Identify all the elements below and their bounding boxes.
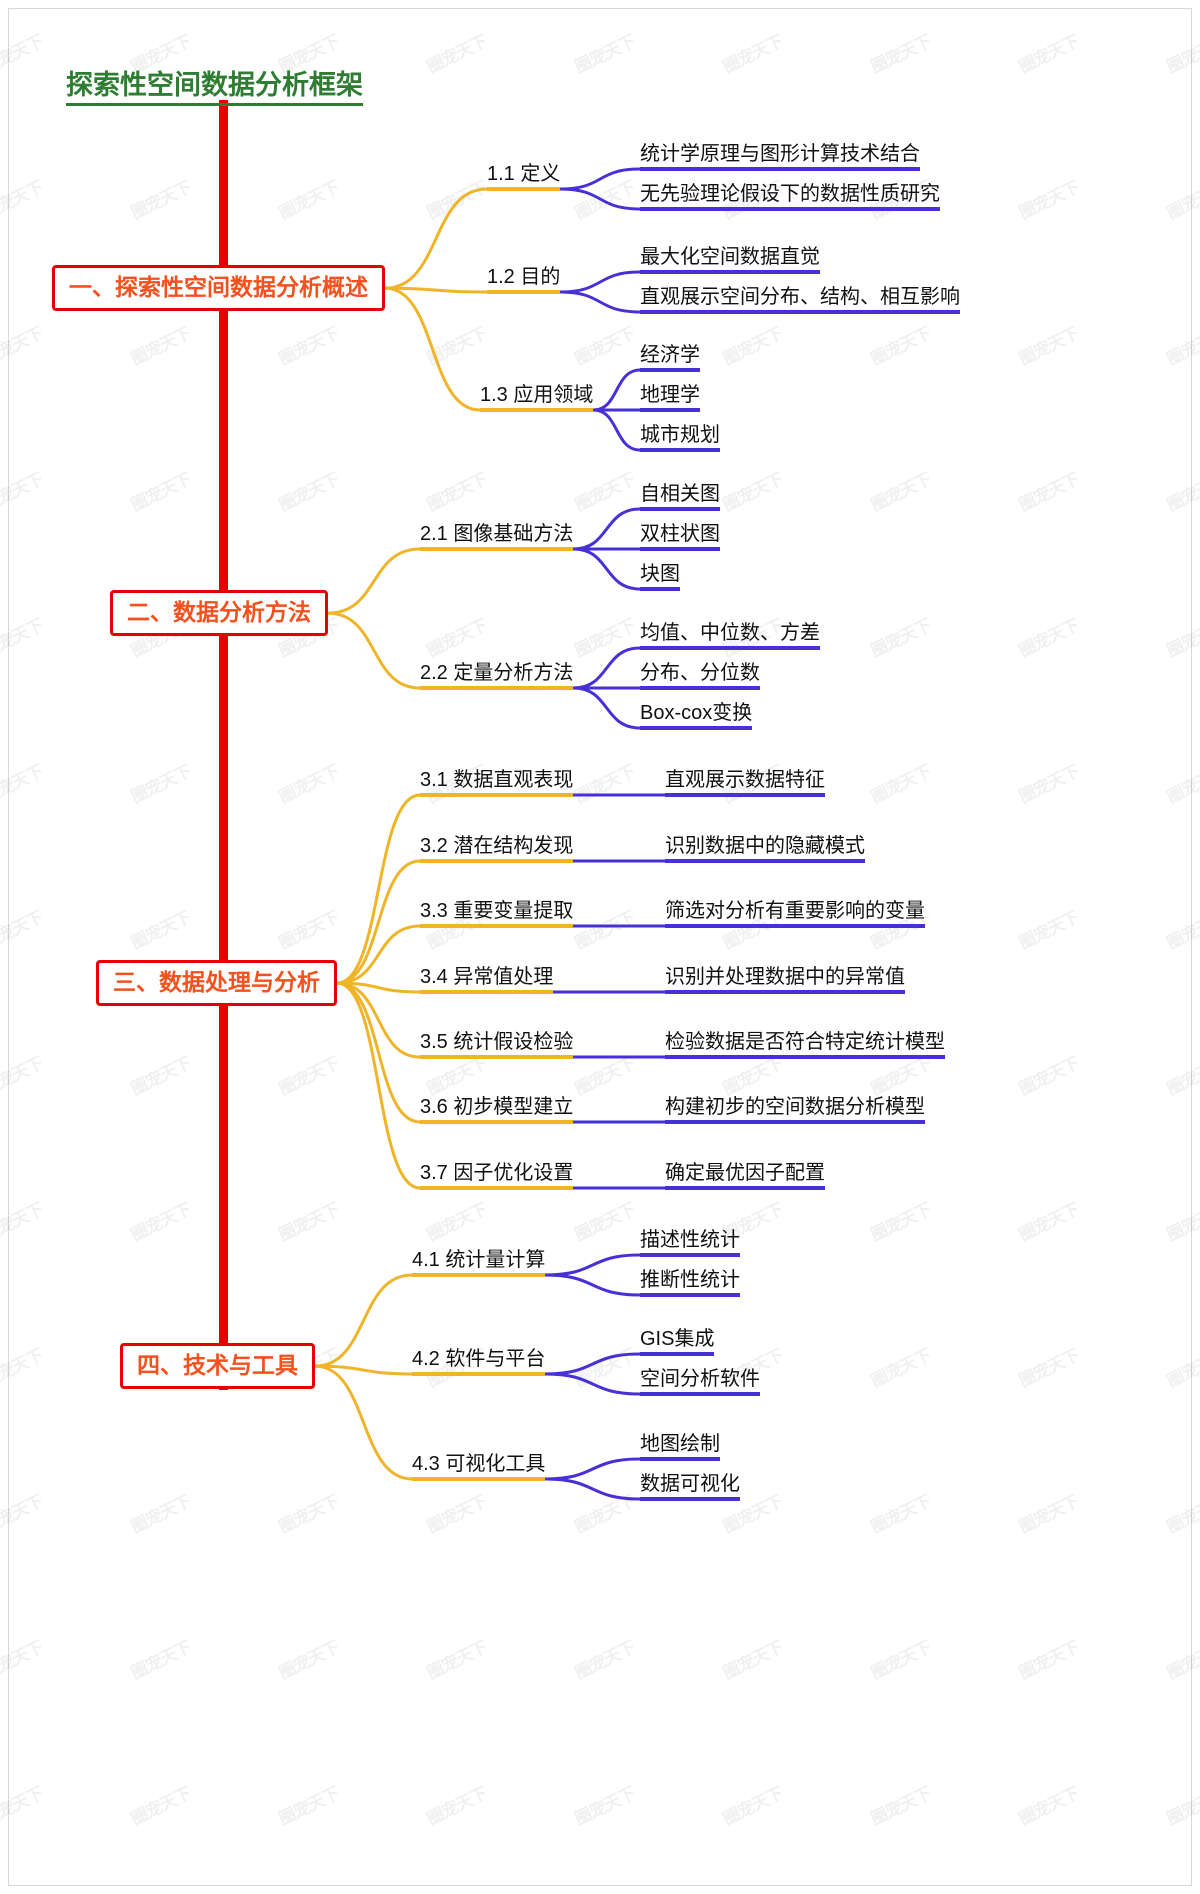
leaf-node[interactable]: 无先验理论假设下的数据性质研究 — [640, 183, 940, 211]
branch-node-3[interactable]: 三、数据处理与分析 — [96, 960, 337, 1007]
leaf-node[interactable]: 经济学 — [640, 344, 700, 372]
leaf-node[interactable]: Box-cox变换 — [640, 702, 753, 730]
leaf-node[interactable]: 描述性统计 — [640, 1229, 740, 1257]
leaf-node[interactable]: 空间分析软件 — [640, 1368, 760, 1396]
sub-node[interactable]: 1.1 定义 — [487, 163, 561, 191]
leaf-node[interactable]: 均值、中位数、方差 — [640, 622, 820, 650]
sub-node[interactable]: 3.1 数据直观表现 — [420, 769, 574, 797]
root-title[interactable]: 探索性空间数据分析框架 — [66, 70, 363, 107]
branch-node-1[interactable]: 一、探索性空间数据分析概述 — [52, 265, 385, 312]
leaf-node[interactable]: 地图绘制 — [640, 1433, 720, 1461]
leaf-node[interactable]: 统计学原理与图形计算技术结合 — [640, 143, 920, 171]
sub-node[interactable]: 4.2 软件与平台 — [412, 1348, 546, 1376]
leaf-node[interactable]: 检验数据是否符合特定统计模型 — [665, 1031, 945, 1059]
sub-node[interactable]: 1.3 应用领域 — [480, 384, 594, 412]
leaf-node[interactable]: 确定最优因子配置 — [665, 1162, 825, 1190]
sub-node[interactable]: 2.2 定量分析方法 — [420, 662, 574, 690]
branch-node-2[interactable]: 二、数据分析方法 — [110, 590, 328, 637]
sub-node[interactable]: 4.3 可视化工具 — [412, 1453, 546, 1481]
leaf-node[interactable]: 自相关图 — [640, 483, 720, 511]
sub-node[interactable]: 3.5 统计假设检验 — [420, 1031, 574, 1059]
leaf-node[interactable]: 识别数据中的隐藏模式 — [665, 835, 865, 863]
sub-node[interactable]: 3.7 因子优化设置 — [420, 1162, 574, 1190]
sub-node[interactable]: 3.4 异常值处理 — [420, 966, 554, 994]
sub-node[interactable]: 1.2 目的 — [487, 266, 561, 294]
sub-node[interactable]: 3.6 初步模型建立 — [420, 1096, 574, 1124]
leaf-node[interactable]: GIS集成 — [640, 1328, 715, 1356]
leaf-node[interactable]: 地理学 — [640, 384, 700, 412]
leaf-node[interactable]: 直观展示数据特征 — [665, 769, 825, 797]
leaf-node[interactable]: 识别并处理数据中的异常值 — [665, 966, 905, 994]
leaf-node[interactable]: 推断性统计 — [640, 1269, 740, 1297]
leaf-node[interactable]: 块图 — [640, 563, 680, 591]
leaf-node[interactable]: 筛选对分析有重要影响的变量 — [665, 900, 925, 928]
sub-node[interactable]: 3.2 潜在结构发现 — [420, 835, 574, 863]
leaf-node[interactable]: 最大化空间数据直觉 — [640, 246, 820, 274]
leaf-node[interactable]: 直观展示空间分布、结构、相互影响 — [640, 286, 960, 314]
sub-node[interactable]: 2.1 图像基础方法 — [420, 523, 574, 551]
branch-node-4[interactable]: 四、技术与工具 — [120, 1343, 315, 1390]
leaf-node[interactable]: 数据可视化 — [640, 1473, 740, 1501]
leaf-node[interactable]: 构建初步的空间数据分析模型 — [665, 1096, 925, 1124]
leaf-node[interactable]: 双柱状图 — [640, 523, 720, 551]
leaf-node[interactable]: 城市规划 — [640, 424, 720, 452]
leaf-node[interactable]: 分布、分位数 — [640, 662, 760, 690]
sub-node[interactable]: 3.3 重要变量提取 — [420, 900, 574, 928]
sub-node[interactable]: 4.1 统计量计算 — [412, 1249, 546, 1277]
